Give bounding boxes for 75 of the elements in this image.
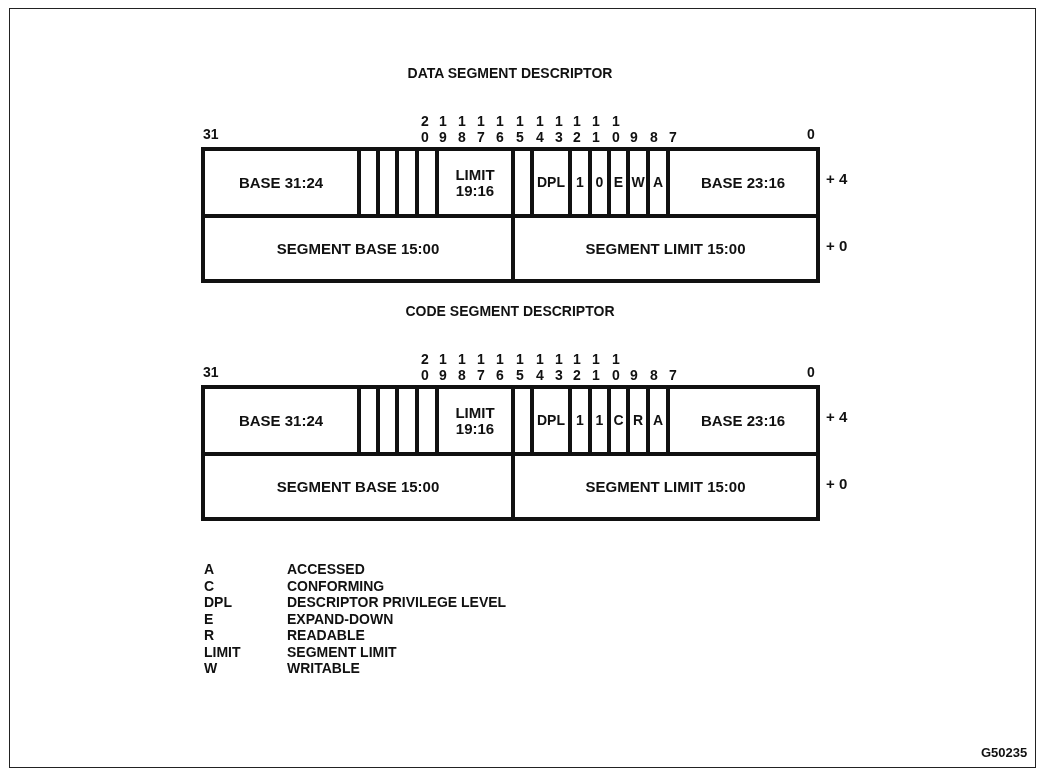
bit-number: 12 xyxy=(573,111,581,145)
bit-number: 16 xyxy=(496,349,504,383)
bit-number: 14 xyxy=(536,111,544,145)
bit-number: 31 xyxy=(203,365,219,381)
bit-number: 9 xyxy=(630,365,638,383)
byte-offset: + 4 xyxy=(826,409,848,426)
byte-offset: + 0 xyxy=(826,238,848,255)
field-label: W xyxy=(631,175,645,190)
field-label: SEGMENT LIMIT 15:00 xyxy=(585,240,746,257)
field-label: R xyxy=(632,413,644,428)
field-label: 1 xyxy=(576,175,584,190)
bit-number: 12 xyxy=(573,349,581,383)
field-label: LIMIT 19:16 xyxy=(455,404,495,437)
field-label: E xyxy=(613,175,624,190)
bit-number: 20 xyxy=(421,111,429,145)
bit-number: 10 xyxy=(612,111,620,145)
bit-number: 8 xyxy=(650,127,658,145)
bit-number: 8 xyxy=(650,365,658,383)
field-label: DPL xyxy=(537,175,565,190)
key-definition: WRITABLE xyxy=(287,661,360,677)
key-abbreviation: LIMIT xyxy=(204,644,241,660)
bit-number: 19 xyxy=(439,349,447,383)
bit-number: 0 xyxy=(807,365,815,381)
key-definition: DESCRIPTOR PRIVILEGE LEVEL xyxy=(287,595,507,611)
field-label: SEGMENT BASE 15:00 xyxy=(276,240,440,257)
bit-number: 10 xyxy=(612,349,620,383)
key-definition: EXPAND-DOWN xyxy=(287,611,394,627)
descriptor-title: CODE SEGMENT DESCRIPTOR xyxy=(405,304,615,320)
bit-number: 31 xyxy=(203,127,219,143)
key-abbreviation: C xyxy=(204,578,215,594)
field-label: A xyxy=(652,175,664,190)
byte-offset: + 4 xyxy=(826,171,848,188)
key-abbreviation: DPL xyxy=(204,595,232,611)
figure-number: G50235 xyxy=(981,746,1028,761)
descriptor-title: DATA SEGMENT DESCRIPTOR xyxy=(407,66,613,82)
bit-number: 19 xyxy=(439,111,447,145)
field-label: DPL xyxy=(537,413,565,428)
bit-number: 11 xyxy=(592,111,600,145)
field-label: 0 xyxy=(595,175,604,190)
field-label: BASE 31:24 xyxy=(238,174,324,191)
bit-number: 17 xyxy=(477,349,485,383)
key-definition: READABLE xyxy=(287,628,365,644)
bit-number: 18 xyxy=(458,111,466,145)
field-label: SEGMENT BASE 15:00 xyxy=(276,478,440,495)
bit-number: 15 xyxy=(516,349,524,383)
key-definition: CONFORMING xyxy=(287,578,385,594)
bit-number: 7 xyxy=(669,127,677,145)
key-abbreviation: R xyxy=(204,628,215,644)
bit-number: 0 xyxy=(807,127,815,143)
field-label: BASE 23:16 xyxy=(700,412,786,429)
field-label: SEGMENT LIMIT 15:00 xyxy=(585,478,746,495)
bit-number: 18 xyxy=(458,349,466,383)
key-abbreviation: A xyxy=(204,562,215,578)
key-abbreviation: E xyxy=(204,611,214,627)
bit-number: 9 xyxy=(630,127,638,145)
field-label: BASE 23:16 xyxy=(700,174,786,191)
key-definition: SEGMENT LIMIT xyxy=(287,644,397,660)
field-label: C xyxy=(613,413,624,428)
key-abbreviation: W xyxy=(204,661,218,677)
byte-offset: + 0 xyxy=(826,476,848,493)
field-label: BASE 31:24 xyxy=(238,412,324,429)
field-label: 1 xyxy=(595,413,604,428)
bit-number: 15 xyxy=(516,111,524,145)
bit-number: 14 xyxy=(536,349,544,383)
field-label: LIMIT 19:16 xyxy=(455,166,495,199)
field-label: A xyxy=(652,413,664,428)
bit-number: 20 xyxy=(421,349,429,383)
bit-number: 17 xyxy=(477,111,485,145)
key-definition: ACCESSED xyxy=(287,562,365,578)
bit-number: 11 xyxy=(592,349,600,383)
bit-number: 13 xyxy=(555,349,563,383)
bit-number: 13 xyxy=(555,111,563,145)
bit-number: 16 xyxy=(496,111,504,145)
bit-number: 7 xyxy=(669,365,677,383)
field-label: 1 xyxy=(576,413,584,428)
